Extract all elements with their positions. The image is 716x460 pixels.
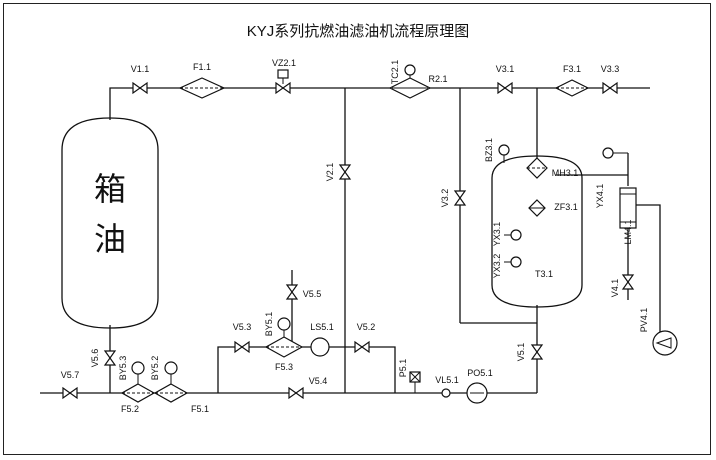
diagram-frame <box>3 3 711 455</box>
tank-label-top: 箱 <box>94 170 126 208</box>
valve-v5-3 <box>234 340 250 354</box>
valve-v5-6 <box>103 350 117 366</box>
label-yx4-1: YX4.1 <box>595 184 605 209</box>
vacuum-pump <box>652 330 678 356</box>
oil-tank: 箱 油 <box>61 117 159 329</box>
label-lm4-1: LM4.1 <box>623 219 633 244</box>
label-mh3-1: MH3.1 <box>552 168 579 178</box>
tank-label-bottom: 油 <box>94 220 126 258</box>
label-ls5-1: LS5.1 <box>310 322 334 332</box>
label-f3-1: F3.1 <box>563 64 581 74</box>
valve-v1-1 <box>132 81 148 95</box>
label-by5-3: BY5.3 <box>118 356 128 381</box>
condenser <box>619 187 637 229</box>
valve-v2-1 <box>338 164 352 180</box>
label-f5-3: F5.3 <box>275 362 293 372</box>
instruments <box>131 64 628 404</box>
label-po5-1: PO5.1 <box>467 368 493 378</box>
label-v5-3: V5.3 <box>233 322 252 332</box>
valve-v5-4 <box>288 386 304 400</box>
valve-v3-1 <box>497 81 513 95</box>
valve-v4-1 <box>621 274 635 290</box>
labels: V1.1 F1.1 VZ2.1 TC2.1 R2.1 V3.1 F3.1 V3.… <box>61 58 649 414</box>
label-f5-1: F5.1 <box>191 404 209 414</box>
label-t3-1: T3.1 <box>535 269 553 279</box>
filters <box>120 77 590 403</box>
label-zf3-1: ZF3.1 <box>554 202 578 212</box>
label-vz2-1: VZ2.1 <box>272 58 296 68</box>
label-v5-4: V5.4 <box>309 376 328 386</box>
label-v5-5: V5.5 <box>303 289 322 299</box>
label-v3-2: V3.2 <box>440 189 450 208</box>
label-f5-2: F5.2 <box>121 404 139 414</box>
label-vl5-1: VL5.1 <box>435 375 459 385</box>
label-v3-3: V3.3 <box>601 64 620 74</box>
label-tc2-1: TC2.1 <box>390 60 400 85</box>
valve-v5-5 <box>285 284 299 300</box>
valve-vz2-1 <box>275 81 291 95</box>
label-r2-1: R2.1 <box>428 74 447 84</box>
label-yx3-1: YX3.1 <box>492 222 502 247</box>
valve-v5-2 <box>354 340 370 354</box>
label-by5-2: BY5.2 <box>150 356 160 381</box>
pipelines <box>40 87 661 394</box>
label-f1-1: F1.1 <box>193 62 211 72</box>
label-bz3-1: BZ3.1 <box>484 138 494 162</box>
valves <box>62 81 635 400</box>
vacuum-vessel <box>491 155 583 308</box>
label-v1-1: V1.1 <box>131 64 150 74</box>
label-v4-1: V4.1 <box>610 279 620 298</box>
label-p5-1: P5.1 <box>398 359 408 378</box>
label-v3-1: V3.1 <box>496 64 515 74</box>
valve-v5-7 <box>62 386 78 400</box>
valve-v3-3 <box>602 81 618 95</box>
label-v5-2: V5.2 <box>357 322 376 332</box>
valve-v5-1 <box>530 344 544 360</box>
label-v5-1: V5.1 <box>516 343 526 362</box>
label-v5-7: V5.7 <box>61 370 80 380</box>
label-by5-1: BY5.1 <box>264 312 274 337</box>
valve-v3-2 <box>453 190 467 206</box>
label-yx3-2: YX3.2 <box>492 254 502 279</box>
label-v5-6: V5.6 <box>90 349 100 368</box>
label-v2-1: V2.1 <box>325 163 335 182</box>
label-pv4-1: PV4.1 <box>639 308 649 333</box>
diagram-title: KYJ系列抗燃油滤油机流程原理图 <box>247 22 470 40</box>
